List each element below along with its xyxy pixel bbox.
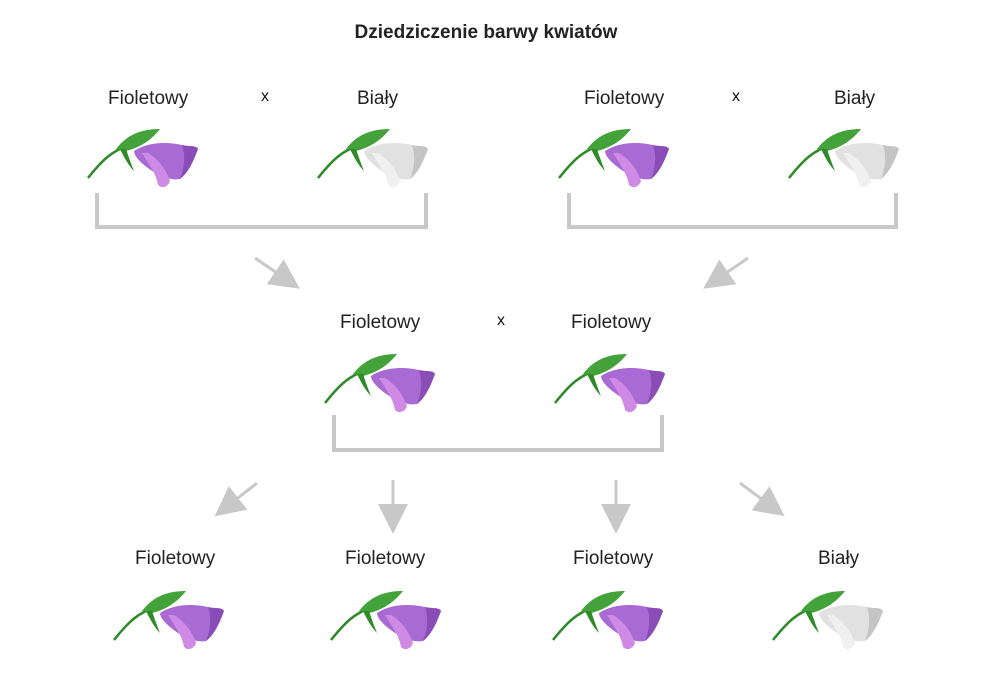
arrow-right-to-f1 [703, 256, 749, 289]
f2-1-label: Fioletowy [135, 548, 216, 569]
f2-3-label: Fioletowy [573, 548, 654, 569]
arrow-f2-4 [739, 481, 785, 517]
flower-icon [787, 125, 907, 195]
bracket-parents-right [567, 193, 898, 229]
f2-2-label: Fioletowy [345, 548, 426, 569]
flower-icon [551, 587, 671, 657]
parent-right-1-label: Fioletowy [584, 88, 665, 109]
cross-symbol-right: x [732, 88, 740, 105]
flower-icon [553, 350, 673, 420]
f1-left-label: Fioletowy [340, 312, 421, 333]
flower-icon [86, 125, 206, 195]
flower-icon [557, 125, 677, 195]
f1-right-label: Fioletowy [571, 312, 652, 333]
arrow-f2-1 [214, 481, 258, 517]
f2-4-label: Biały [818, 548, 860, 569]
parent-left-2-label: Biały [357, 88, 399, 109]
flower-icon [323, 350, 443, 420]
parent-right-2-label: Biały [834, 88, 876, 109]
flower-icon [771, 587, 891, 657]
flower-icon [316, 125, 436, 195]
parent-left-1-label: Fioletowy [108, 88, 189, 109]
cross-symbol-left: x [261, 88, 269, 105]
arrow-left-to-f1 [254, 256, 300, 289]
bracket-parents-left [95, 193, 428, 229]
flower-icon [112, 587, 232, 657]
bracket-f1 [332, 415, 664, 452]
diagram-title: Dziedziczenie barwy kwiatów [354, 22, 618, 43]
cross-symbol-f1: x [497, 312, 505, 329]
flower-icon [329, 587, 449, 657]
